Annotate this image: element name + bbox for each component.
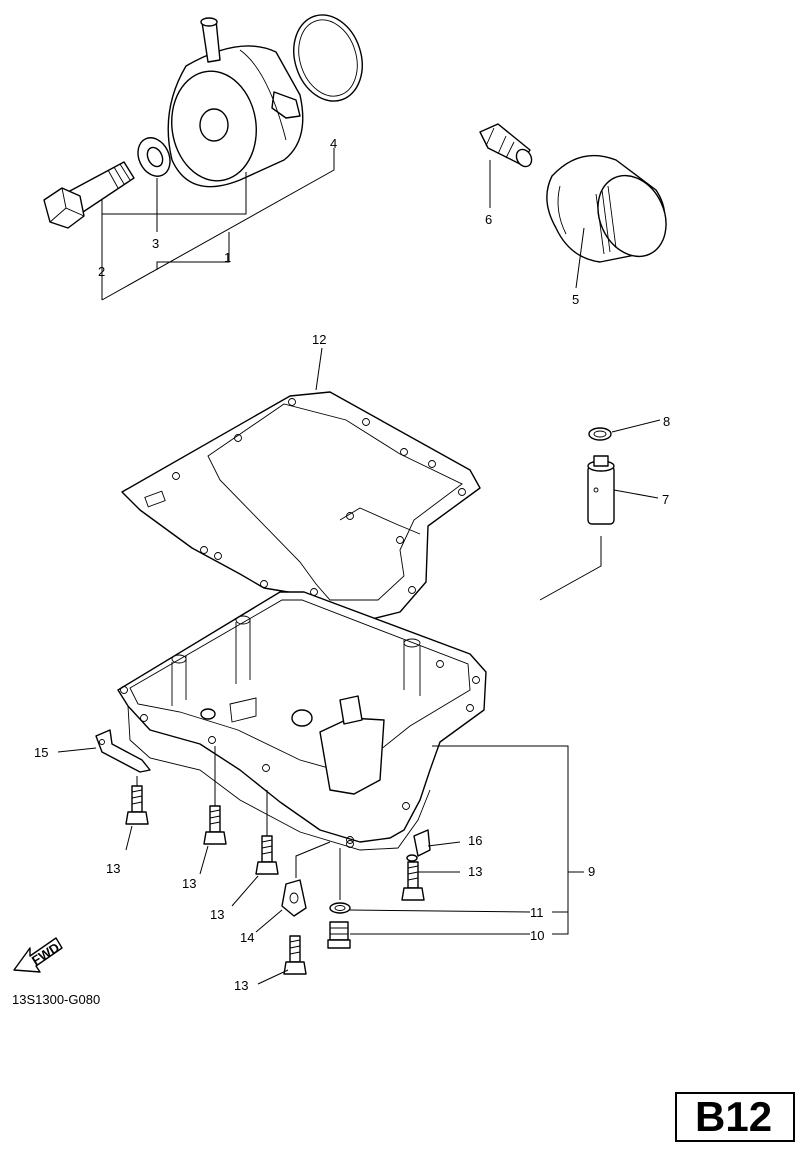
callout-6: 6: [485, 212, 492, 227]
drain-washer: [329, 848, 531, 914]
callout-8: 8: [663, 414, 670, 429]
oil-filter: [546, 154, 667, 263]
callout-13: 13: [182, 876, 196, 891]
oil-fitting: [479, 123, 533, 168]
callout-numbers: 1 2 3 4 5 6 7 8 9 10 11 12 13 13 13 13 1…: [34, 136, 670, 993]
callout-10: 10: [530, 928, 544, 943]
top-leader-lines: [101, 148, 585, 301]
drain-bolt: [327, 921, 530, 949]
union-bolt: [43, 161, 135, 229]
oil-pipe: [539, 455, 659, 601]
collar: [255, 841, 331, 933]
oil-pan-exploded-diagram: FWD 1 2 3 4 5 6 7 8 9 10 11 12 13 13 13 …: [12, 14, 670, 1007]
callout-4: 4: [330, 136, 337, 151]
o-ring-small: [588, 419, 661, 441]
diagram-code: 13S1300-G080: [12, 992, 100, 1007]
callout-1: 1: [224, 250, 231, 265]
callout-3: 3: [152, 236, 159, 251]
callout-13: 13: [234, 978, 248, 993]
leader-assembly-9: [432, 745, 584, 935]
callout-5: 5: [572, 292, 579, 307]
callout-9: 9: [588, 864, 595, 879]
bolt: [125, 776, 149, 825]
page-badge: B12: [675, 1092, 795, 1142]
bracket: [57, 729, 151, 773]
fwd-arrow-icon: FWD: [13, 937, 63, 973]
washer: [137, 137, 171, 177]
bolt: [203, 746, 227, 845]
callout-7: 7: [662, 492, 669, 507]
clip: [406, 829, 461, 862]
callout-12: 12: [312, 332, 326, 347]
callout-11: 11: [530, 905, 544, 920]
bolt: [255, 790, 279, 875]
bolt: [401, 861, 460, 901]
callout-2: 2: [98, 264, 105, 279]
callout-13: 13: [468, 864, 482, 879]
bolt: [257, 935, 307, 985]
callout-13: 13: [106, 861, 120, 876]
callout-13: 13: [210, 907, 224, 922]
callout-15: 15: [34, 745, 48, 760]
oil-cooler-housing: [167, 17, 304, 188]
bolts: [125, 746, 460, 985]
callout-14: 14: [240, 930, 254, 945]
oil-pan-gasket: [121, 347, 481, 623]
callout-16: 16: [468, 833, 482, 848]
o-ring-large: [293, 14, 363, 102]
oil-pan: [117, 591, 487, 851]
